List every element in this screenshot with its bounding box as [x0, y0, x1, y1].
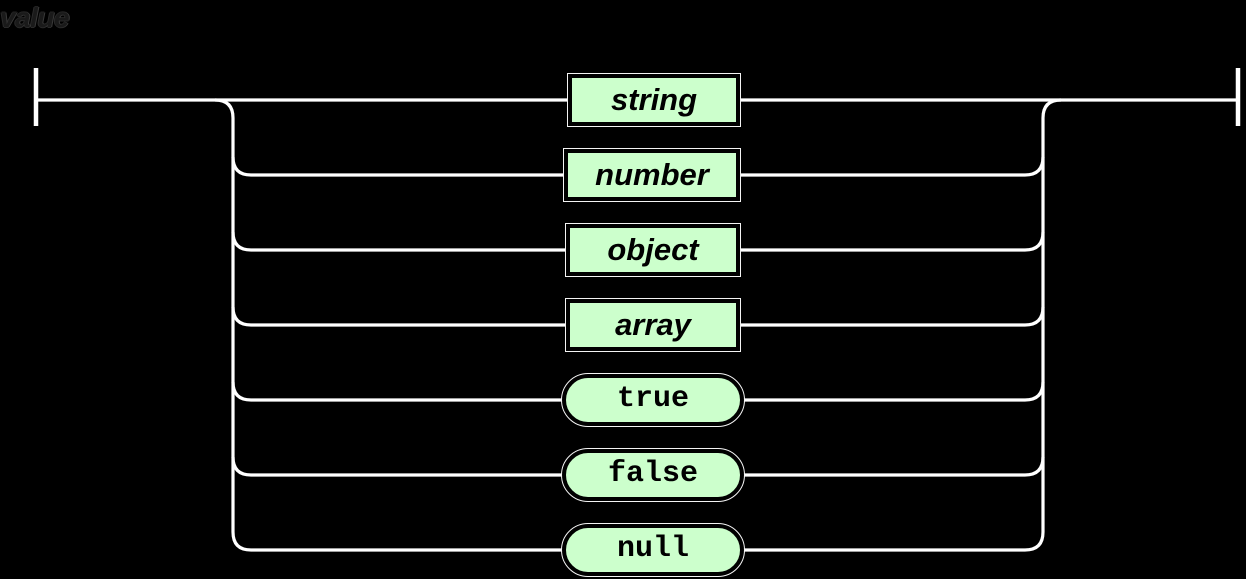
railroad-node-label: array: [615, 306, 691, 342]
branch-left-object: [231, 231, 568, 252]
branch-right-object: [738, 231, 1045, 252]
railroad-node-array[interactable]: array: [565, 298, 741, 352]
railroad-node-label: string: [610, 81, 698, 117]
branch-left-false: [231, 456, 564, 477]
right-fanin-corner: [1041, 98, 1062, 119]
railroad-node-label: false: [607, 457, 698, 491]
left-fanout-corner: [214, 98, 235, 119]
branch-right-true: [742, 381, 1045, 402]
branch-right-false: [742, 456, 1045, 477]
railroad-node-label: null: [616, 532, 689, 566]
branch-left-array: [231, 306, 568, 327]
branch-left-null: [231, 531, 564, 552]
railroad-node-string[interactable]: string: [567, 73, 741, 127]
railroad-node-label: true: [616, 382, 689, 416]
branch-right-array: [738, 306, 1045, 327]
branch-right-number: [738, 156, 1045, 177]
railroad-node-number[interactable]: number: [563, 148, 741, 202]
railroad-node-label: object: [607, 231, 699, 267]
branch-left-true: [231, 381, 564, 402]
railroad-node-object[interactable]: object: [565, 223, 741, 277]
railroad-node-label: number: [595, 156, 709, 192]
railroad-node-null[interactable]: null: [561, 523, 745, 577]
branch-right-null: [742, 531, 1045, 552]
railroad-node-false[interactable]: false: [561, 448, 745, 502]
branch-left-number: [231, 156, 566, 177]
railroad-node-true[interactable]: true: [561, 373, 745, 427]
page-title: value: [0, 2, 70, 33]
